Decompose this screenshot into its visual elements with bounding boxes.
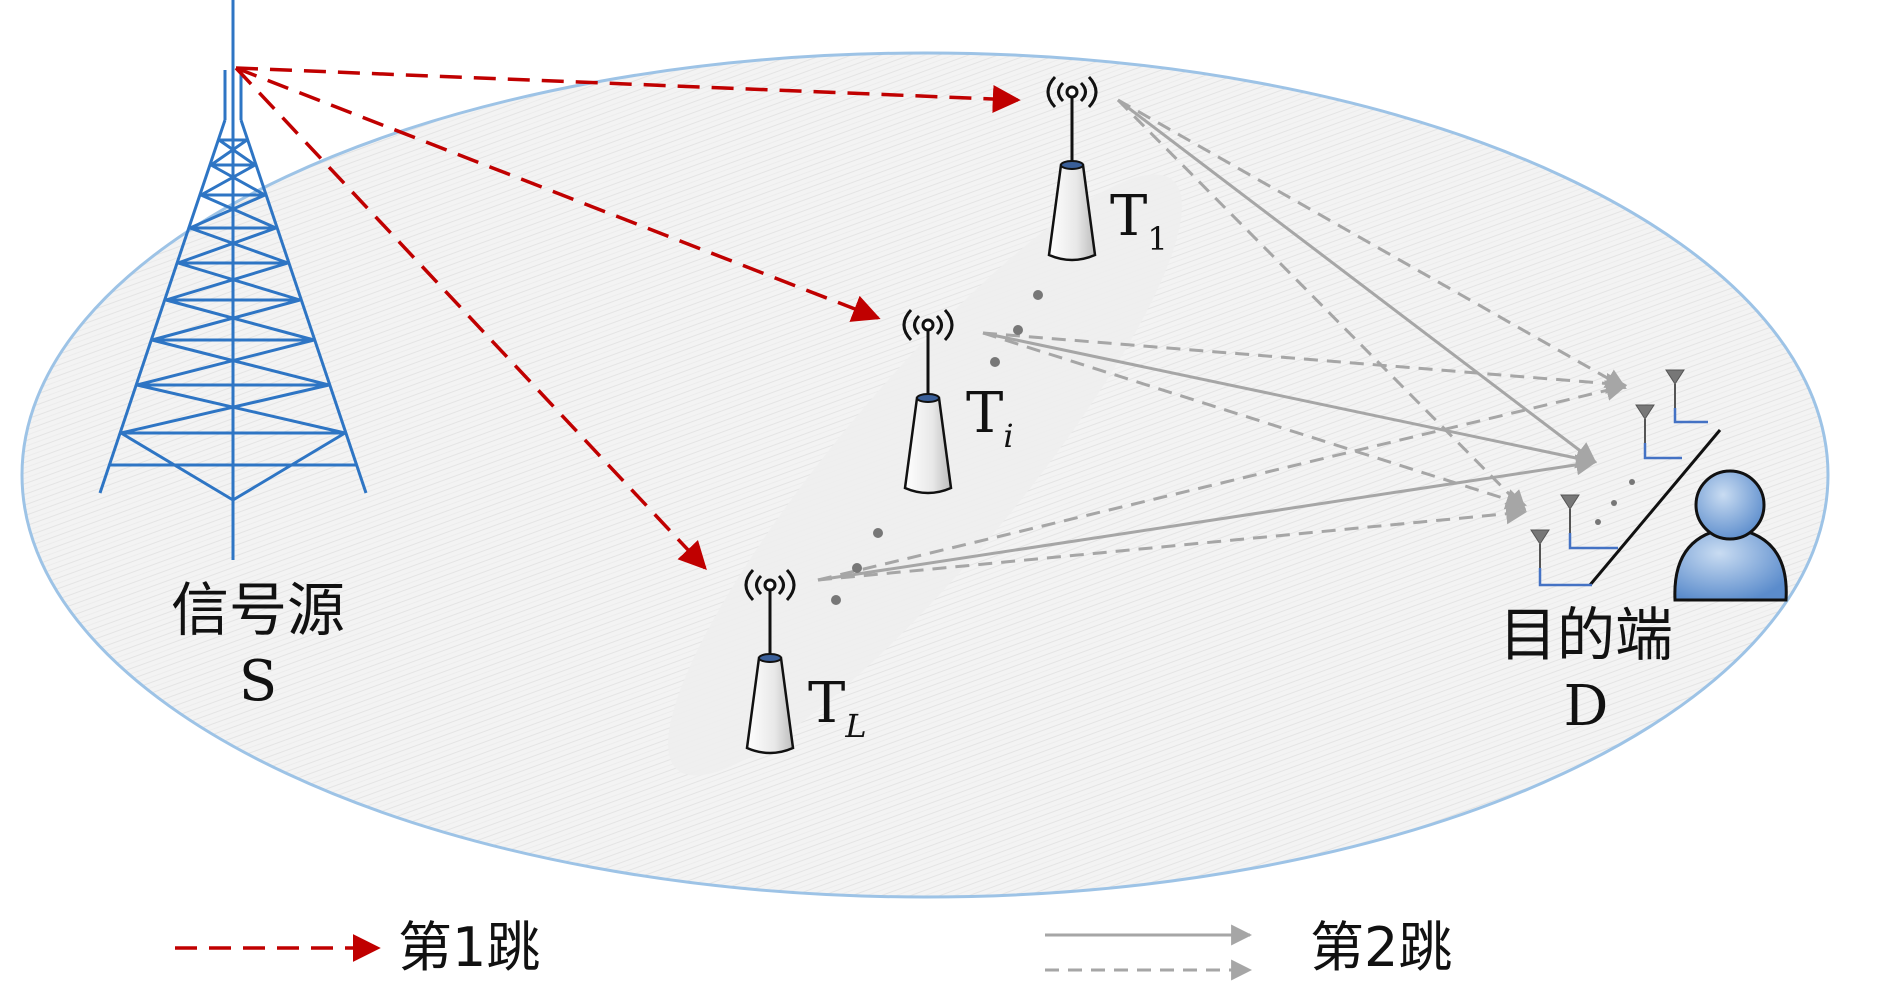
- hop1-link-t1: [235, 66, 1021, 113]
- destination-label-en: D: [1564, 674, 1609, 739]
- user-icon: [1673, 469, 1788, 602]
- hop1-link-tl: [234, 66, 707, 571]
- source-label-en: S: [239, 649, 277, 714]
- relay-label-ti: Ti: [966, 381, 1014, 455]
- destination-label-cn: 目的端: [1499, 601, 1673, 669]
- legend: 第1跳 第2跳: [175, 916, 1452, 981]
- legend-hop2-label: 第2跳: [1310, 916, 1452, 979]
- legend-hop1-label: 第1跳: [398, 916, 540, 979]
- relay-ellipsis-dots: [831, 290, 1043, 605]
- antenna-array-icon: [1530, 369, 1722, 587]
- hop2-links: [817, 98, 1628, 582]
- source-label-cn: 信号源: [171, 576, 345, 644]
- hop1-link-ti: [235, 66, 881, 322]
- relay-label-t1: T1: [1110, 184, 1168, 258]
- transmission-tower-icon: [98, 0, 368, 560]
- hop1-links: [234, 66, 1021, 571]
- relay-label-tl: TL: [808, 671, 867, 745]
